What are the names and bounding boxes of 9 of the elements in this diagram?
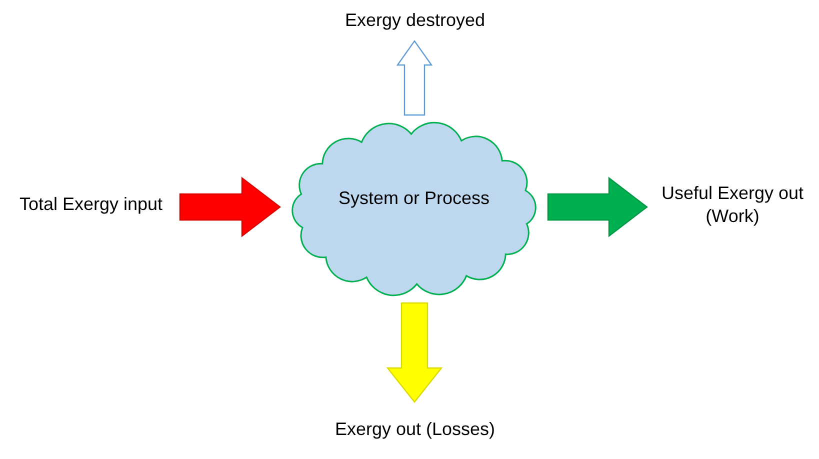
node-label: System or Process (338, 187, 490, 210)
block-arrow (396, 40, 433, 116)
block-arrow (547, 176, 648, 238)
node-label: Exergy destroyed (320, 4, 510, 38)
block-arrow (179, 176, 281, 238)
node-label: Exergy out (Losses) (330, 405, 500, 455)
block-arrow (386, 302, 443, 403)
node-label: Total Exergy input (5, 185, 177, 225)
node-label: Useful Exergy out (Work) (650, 170, 815, 240)
